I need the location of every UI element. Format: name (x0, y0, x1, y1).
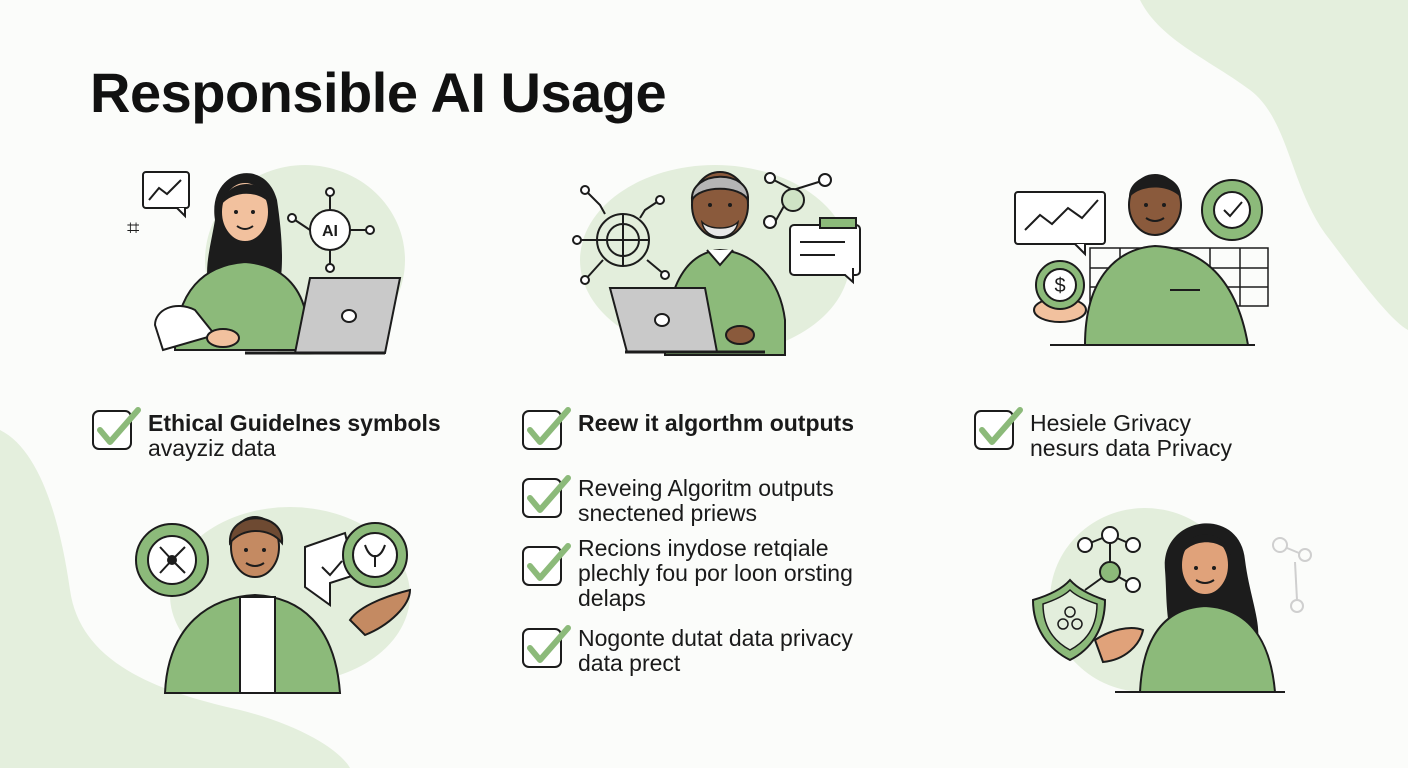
clock-target-icon (1201, 179, 1263, 241)
illustration-woman-shield (1031, 508, 1312, 693)
check-item-ethical-guidelines: Ethical Guidelnes symbols avayziz data (90, 406, 441, 461)
document-icon (789, 217, 861, 285)
neural-network-icon (572, 185, 670, 285)
check-item-subtitle: data prect (578, 650, 681, 676)
check-item-decisions: Recions inydose retqiale plechly fou por… (520, 536, 853, 611)
page-title: Responsible AI Usage (90, 61, 667, 124)
checkbox-checked-icon (974, 407, 1023, 450)
check-item-title: Nogonte dutat data privacy (578, 625, 853, 651)
check-item-title: Hesiele Grivacy (1030, 410, 1192, 436)
checkbox-checked-icon (92, 407, 141, 450)
check-item-review-outputs: Reew it algorthm outputs (520, 406, 854, 454)
dollar-badge: $ (1054, 275, 1065, 297)
laptop-icon (245, 277, 402, 355)
check-item-title: Reew it algorthm outputs (578, 410, 854, 436)
check-item-title: Reveing Algoritm outputs (578, 475, 834, 501)
illustration-man-laptop (572, 165, 861, 356)
coin-icon: $ (1033, 260, 1087, 323)
illustration-man-finance: $ (1014, 174, 1269, 346)
check-item-subtitle: snectened priews (578, 500, 757, 526)
illustration-woman-laptop: ⌗ AI (127, 165, 405, 355)
check-item-subtitle: avayziz data (148, 435, 276, 461)
checkbox-checked-icon (522, 625, 571, 668)
gear-network-icon (135, 523, 209, 597)
check-item-title: Ethical Guidelnes symbols (148, 410, 441, 436)
checkbox-checked-icon (522, 543, 571, 586)
shield-icon (1031, 578, 1107, 662)
check-item-data-privacy: Hesiele Grivacy nesurs data Privacy (972, 406, 1232, 461)
node-graph-icon (1077, 526, 1141, 593)
shield-globe-icon (342, 522, 408, 588)
chart-bubble-icon (142, 171, 190, 219)
laptop-icon (608, 287, 765, 354)
check-item-subtitle: plechly fou por loon orsting (578, 560, 853, 586)
check-item-subtitle: nesurs data Privacy (1030, 435, 1232, 461)
check-item-reviewing-algorithm: Reveing Algoritm outputs snectened priew… (520, 474, 834, 526)
chart-bubble-icon (1014, 191, 1106, 257)
check-item-privacy-protect: Nogonte dutat data privacy data prect (520, 624, 853, 676)
check-item-title: Recions inydose retqiale (578, 535, 829, 561)
ai-badge: AI (322, 223, 338, 240)
node-graph-icon (763, 172, 832, 229)
checkbox-checked-icon (522, 475, 571, 518)
ai-network-icon: AI (287, 187, 375, 273)
svg-text:⌗: ⌗ (127, 215, 139, 240)
illustration-man-gear (135, 507, 412, 694)
checkbox-checked-icon (522, 407, 571, 450)
check-item-subtitle-extra: delaps (578, 585, 646, 611)
